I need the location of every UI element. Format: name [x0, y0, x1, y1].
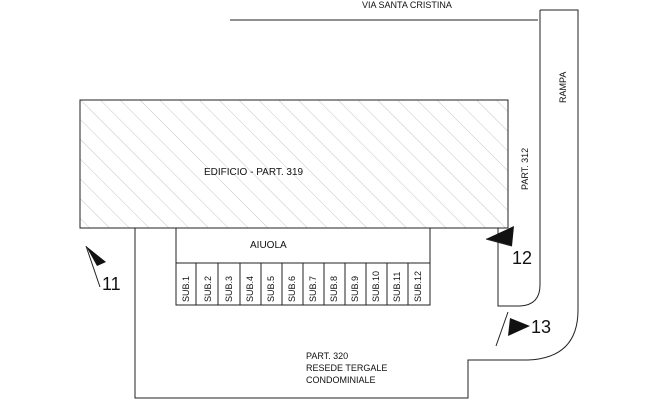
viewpoint-13-marker: 13 [495, 311, 551, 347]
viewpoint-11-arrow [86, 246, 106, 266]
building [79, 99, 509, 229]
street-label: VIA SANTA CRISTINA [362, 0, 452, 10]
subunit-label: SUB.10 [371, 271, 381, 302]
flowerbed-label: AIUOLA [250, 240, 287, 251]
subunit-label: SUB.6 [287, 276, 297, 302]
viewpoint-13-stem [495, 311, 509, 347]
ramp-label: RAMPA [558, 72, 568, 103]
neighbor-parcel-label: PART. 312 [520, 148, 530, 190]
subunit-label: SUB.11 [392, 272, 402, 302]
courtyard-label-line1: PART. 320 [306, 351, 348, 361]
viewpoint-12-arrow [486, 226, 514, 246]
building-label: EDIFICIO - PART. 319 [204, 167, 304, 178]
viewpoint-12-marker: 12 [485, 226, 532, 268]
subunit-row: SUB.1 SUB.2 SUB.3 SUB.4 SUB.5 SUB.6 SUB.… [175, 262, 431, 306]
viewpoint-12-label: 12 [512, 248, 532, 268]
ramp-outline [134, 9, 579, 399]
subunit-label: SUB.2 [203, 276, 213, 302]
subunit-label: SUB.3 [224, 276, 234, 302]
viewpoint-11-stem [85, 245, 101, 288]
viewpoint-13-label: 13 [531, 317, 551, 337]
viewpoint-11-marker: 11 [85, 245, 121, 294]
viewpoint-13-arrow [508, 318, 530, 336]
flowerbed [175, 227, 431, 264]
viewpoint-12-stem [485, 238, 513, 247]
subunit-label: SUB.4 [245, 276, 255, 302]
subunit-label: SUB.1 [181, 276, 191, 302]
subunit-label: SUB.5 [266, 276, 276, 302]
ramp-inner-edge [497, 10, 541, 307]
subunit-label: SUB.8 [329, 276, 339, 302]
subunit-label: SUB.7 [308, 276, 318, 302]
viewpoint-11-label: 11 [102, 274, 121, 294]
subunit-label: SUB.9 [350, 276, 360, 302]
courtyard-label-line2: RESEDE TERGALE [306, 363, 387, 373]
courtyard-label-line3: CONDOMINIALE [306, 375, 376, 385]
subunit-label: SUB.12 [413, 271, 423, 302]
